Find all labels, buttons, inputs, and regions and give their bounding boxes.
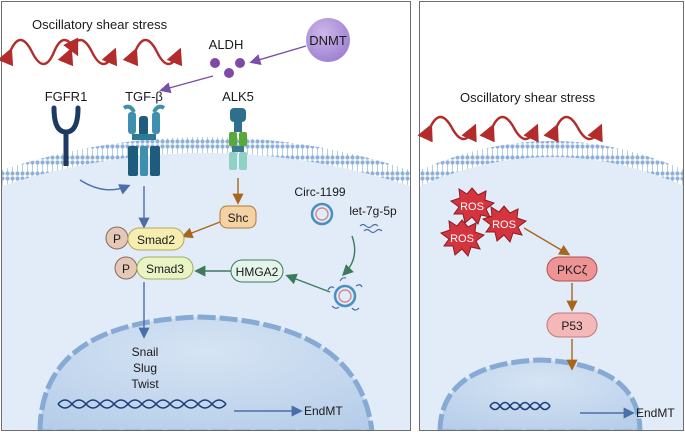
let7-to-complex-arrow (342, 235, 356, 276)
left-shear-waves (0, 37, 183, 67)
left-membrane-outer (2, 137, 410, 186)
left-nucleus (37, 314, 375, 430)
snail-label: Snail (132, 345, 159, 359)
ros-to-pkc-arrow (523, 227, 571, 256)
right-shear-waves (417, 115, 603, 143)
complex-to-hmga2-arrow (285, 273, 331, 293)
left-dna-helix (57, 399, 227, 409)
circ-1199-ring (310, 202, 334, 226)
alk5-receptor (229, 108, 247, 170)
ros-1-label: ROS (460, 201, 484, 213)
tgfb-receptor (122, 104, 166, 176)
smad3-label: Smad3 (146, 262, 184, 276)
smad2-node (127, 227, 185, 251)
left-endmt-label: EndMT (304, 404, 343, 418)
slug-label: Slug (133, 361, 157, 375)
ros-burst-3 (439, 219, 486, 257)
fgfr1-label: FGFR1 (45, 89, 88, 104)
let7-mirna-icon (359, 223, 383, 234)
left-panel: Oscillatory shear stress DNMT ALDH FGFR1… (0, 1, 411, 431)
dnmt-node (306, 18, 350, 62)
right-cytoplasm (420, 157, 683, 430)
phospho-smad2-label: P (113, 232, 121, 246)
right-dna-helix (489, 401, 551, 411)
smad2-label: Smad2 (137, 233, 175, 247)
alk5-label: ALK5 (222, 89, 254, 104)
pkc-label: PKCζ (557, 263, 588, 277)
dnmt-label: DNMT (309, 33, 347, 48)
hmga2-label: HMGA2 (236, 265, 279, 279)
aldh-to-tgfb-arrow (159, 75, 214, 94)
smad3-node (136, 256, 194, 280)
ros-burst-2 (481, 205, 528, 243)
tgfb-label: TGF-β (125, 89, 163, 104)
aldh-label: ALDH (209, 37, 244, 52)
ros-burst-1 (449, 187, 496, 225)
ros-cluster: ROS ROS ROS (439, 187, 528, 257)
let7-label: let-7g-5p (349, 204, 397, 218)
circ-mirna-complex (327, 277, 363, 311)
shc-node (219, 205, 257, 229)
fgfr1-receptor (51, 105, 81, 166)
p53-label: P53 (561, 319, 583, 333)
dnmt-to-aldh-arrow (249, 45, 307, 65)
right-endmt-label: EndMT (636, 406, 675, 420)
shc-label: Shc (228, 211, 249, 225)
left-stress-label: Oscillatory shear stress (32, 17, 168, 32)
aldh-molecules (210, 58, 245, 78)
right-stress-label: Oscillatory shear stress (460, 90, 596, 105)
twist-label: Twist (131, 377, 159, 391)
phospho-smad3-label: P (122, 262, 130, 276)
fgfr1-to-tgfb-arrow (79, 179, 131, 195)
right-membrane-outer (420, 141, 683, 186)
p53-node (546, 312, 598, 338)
circ-1199-inner-ring (315, 207, 329, 221)
pkc-node (546, 256, 598, 282)
shc-to-smad-arrow (181, 221, 221, 239)
ros-3-label: ROS (450, 233, 474, 245)
circ-1199-label: Circ-1199 (294, 185, 345, 199)
right-panel: Oscillatory shear stress ROS ROS ROS PKC… (417, 1, 684, 431)
ros-2-label: ROS (492, 219, 516, 231)
